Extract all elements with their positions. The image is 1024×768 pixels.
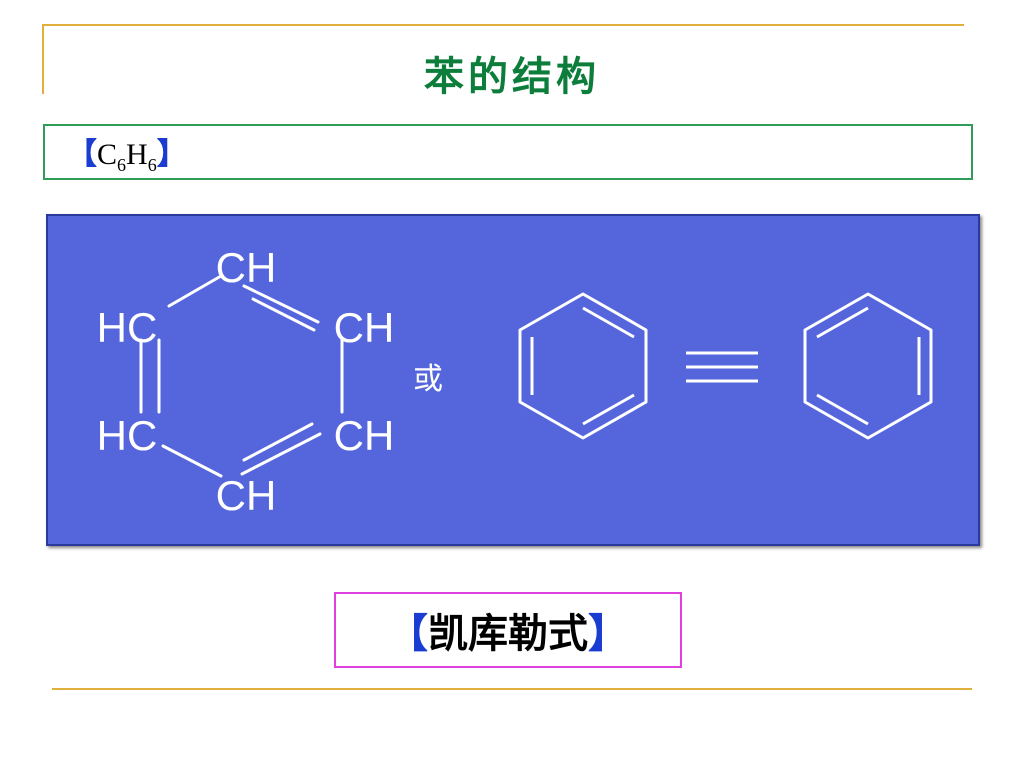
bond-top-right-inner [251,297,316,332]
hc-label-lower-left: HC [97,412,158,459]
bond-bottom-right-outer [240,432,322,476]
formula-hydrogen: H [126,137,148,171]
structure-panel: CH HC CH HC CH CH 或 [46,214,980,546]
formula-hydrogen-count: 6 [147,154,157,175]
ch-label-bottom: CH [216,472,277,519]
bond-top-left [167,274,223,308]
formula-close-bracket: 】 [156,137,187,171]
formula-box: 【C6H6】 [43,124,973,180]
ring-1-hexagon [518,292,648,440]
ring-2-hexagon [803,292,933,440]
ring-1-double-top-right [582,306,635,339]
kekule-caption: 【凯库勒式】 [334,592,682,668]
formula-carbon-count: 6 [117,154,127,175]
or-label: 或 [413,363,443,396]
bond-bottom-left [161,444,223,478]
left-rule [42,24,44,94]
ring-2-double-top-left [816,306,869,339]
top-rule [42,24,964,26]
benzene-ring-kekule [518,292,648,440]
hc-label-upper-left: HC [97,304,158,351]
bond-top-right-outer [242,284,320,324]
bond-bottom-right-inner [242,422,314,462]
formula-open-bracket: 【 [67,137,97,171]
ch-label-top: CH [216,244,277,291]
page-title: 苯的结构 [424,53,600,100]
benzene-ring-alternate [803,292,933,440]
caption-close-bracket: 】 [588,610,628,657]
caption-open-bracket: 【 [388,610,428,657]
molecular-formula: 【C6H6】 [67,129,187,176]
ring-1-double-bottom-right [582,393,635,426]
ch-label-lower-right: CH [334,412,395,459]
equivalence-sign [686,351,758,383]
ring-2-double-bottom-left [816,393,869,426]
kekule-bonds [139,274,344,478]
ch-label-upper-right: CH [334,304,395,351]
formula-carbon: C [97,137,118,171]
bottom-rule [52,688,972,690]
caption-text: 凯库勒式 [428,610,588,657]
benzene-structures-diagram: CH HC CH HC CH CH 或 [97,244,933,519]
